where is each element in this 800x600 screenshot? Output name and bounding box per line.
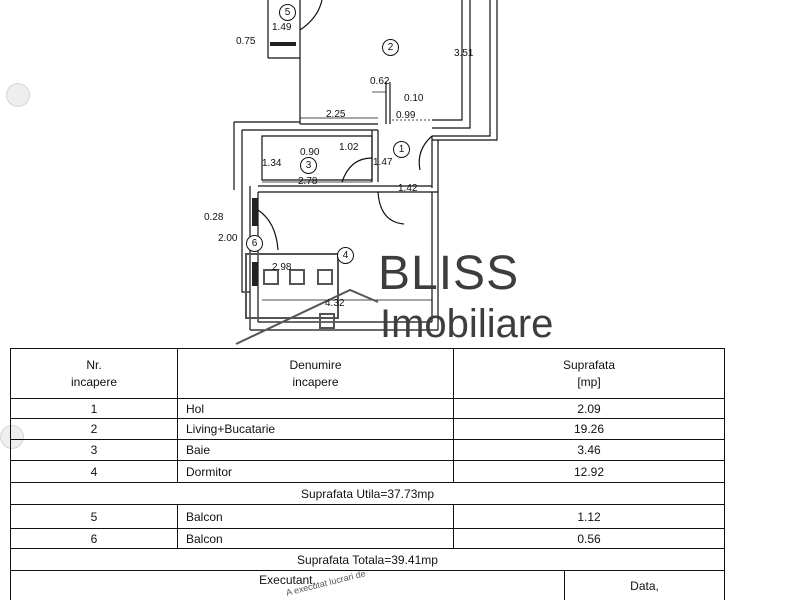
- dim-1-47: 1.47: [373, 157, 393, 168]
- cell-area: 19.26: [453, 419, 724, 439]
- footer-row: Executant, Data,: [10, 570, 725, 600]
- cell-name: Baie: [177, 440, 453, 460]
- room-number-1: 1: [393, 141, 410, 158]
- cell-area: 12.92: [453, 461, 724, 482]
- dim-2-00: 2.00: [218, 233, 238, 244]
- dim-0-28: 0.28: [204, 212, 224, 223]
- table-row: 6 Balcon 0.56: [10, 528, 725, 548]
- grand-total-row: Suprafata Totala=39.41mp: [10, 548, 725, 570]
- dim-0-62: 0.62: [370, 76, 390, 87]
- date-label: Data,: [564, 571, 724, 600]
- dim-1-02: 1.02: [339, 142, 359, 153]
- table-row: 2 Living+Bucatarie 19.26: [10, 418, 725, 439]
- cell-nr: 1: [90, 401, 98, 416]
- dim-4-32: 4.32: [325, 298, 345, 309]
- useful-total-row: Suprafata Utila=37.73mp: [10, 482, 725, 504]
- header-nr: Nr. incapere: [70, 357, 118, 389]
- cell-nr: 6: [90, 531, 98, 546]
- punch-hole: [6, 83, 30, 107]
- cell-area: 0.56: [453, 529, 724, 548]
- cell-nr: 4: [90, 464, 98, 479]
- table-header-row: Nr. incapere Denumire incapere Suprafata…: [10, 348, 725, 398]
- wall-balcony-6: [241, 190, 250, 293]
- window-5: [270, 42, 296, 46]
- cell-name: Balcon: [177, 529, 453, 548]
- useful-total: Suprafata Utila=37.73mp: [300, 486, 435, 501]
- logo-brand: BLISS: [378, 247, 520, 300]
- wall-hall-right: [431, 136, 439, 188]
- dim-1-34: 1.34: [262, 158, 282, 169]
- table-row: 1 Hol 2.09: [10, 398, 725, 418]
- wall-bedroom: [249, 185, 438, 331]
- dim-0-99: 0.99: [396, 110, 416, 121]
- door-arc-6: [257, 209, 279, 251]
- dim-1-49: 1.49: [272, 22, 292, 33]
- logo-house-icon: [235, 253, 379, 345]
- header-area: Suprafata [mp]: [453, 349, 724, 398]
- room-number-4: 4: [337, 247, 354, 264]
- dim-0-10: 0.10: [404, 93, 424, 104]
- cell-area: 3.46: [453, 440, 724, 460]
- table-row: 4 Dormitor 12.92: [10, 460, 725, 482]
- dim-2-98: 2.98: [272, 262, 292, 273]
- cell-name: Dormitor: [177, 461, 453, 482]
- cell-name: Living+Bucatarie: [177, 419, 453, 439]
- table-row: 5 Balcon 1.12: [10, 504, 725, 528]
- cell-nr: 5: [90, 509, 98, 524]
- cell-area: 2.09: [453, 399, 724, 418]
- wall-partition: [385, 82, 391, 124]
- cell-nr: 3: [90, 443, 98, 457]
- wall-living-right: [432, 0, 498, 141]
- wall-bath-right: [371, 130, 379, 182]
- room-number-6: 6: [246, 235, 263, 252]
- dim-0-90: 0.90: [300, 147, 320, 158]
- door-arc-5: [299, 0, 323, 31]
- punch-hole: [0, 425, 24, 449]
- floor-plan: 5 2 1 3 4 6 1.49 0.75 3.51 0.62 0.10 2.2…: [6, 0, 554, 346]
- window-6a: [252, 198, 258, 226]
- grand-total: Suprafata Totala=39.41mp: [297, 552, 438, 567]
- door-arc-4: [377, 191, 405, 225]
- room-number-2: 2: [382, 39, 399, 56]
- cell-nr: 2: [90, 422, 98, 436]
- cell-name: Balcon: [177, 505, 453, 528]
- room-number-3: 3: [300, 157, 317, 174]
- door-arc-1: [418, 135, 433, 171]
- wall-living-bottom: [300, 123, 378, 131]
- executant-label: Executant,: [259, 573, 316, 587]
- dim-2-78: 2.78: [298, 176, 318, 187]
- cell-area: 1.12: [453, 505, 724, 528]
- dim-0-75: 0.75: [236, 36, 256, 47]
- cell-name: Hol: [177, 399, 453, 418]
- dim-1-42: 1.42: [398, 183, 418, 194]
- floor-plan-drawing: [233, 0, 498, 345]
- dim-2-25: 2.25: [326, 109, 346, 120]
- table-row: 3 Baie 3.46: [10, 439, 725, 460]
- wall-bath-left: [233, 121, 300, 190]
- header-name: Denumire incapere: [177, 349, 453, 398]
- dim-3-51: 3.51: [454, 48, 474, 59]
- wall-balcony-5: [267, 0, 301, 124]
- room-number-5: 5: [279, 4, 296, 21]
- logo-subtitle: Imobiliare: [380, 302, 554, 346]
- door-arc-3: [341, 157, 373, 183]
- window-6b: [252, 262, 258, 286]
